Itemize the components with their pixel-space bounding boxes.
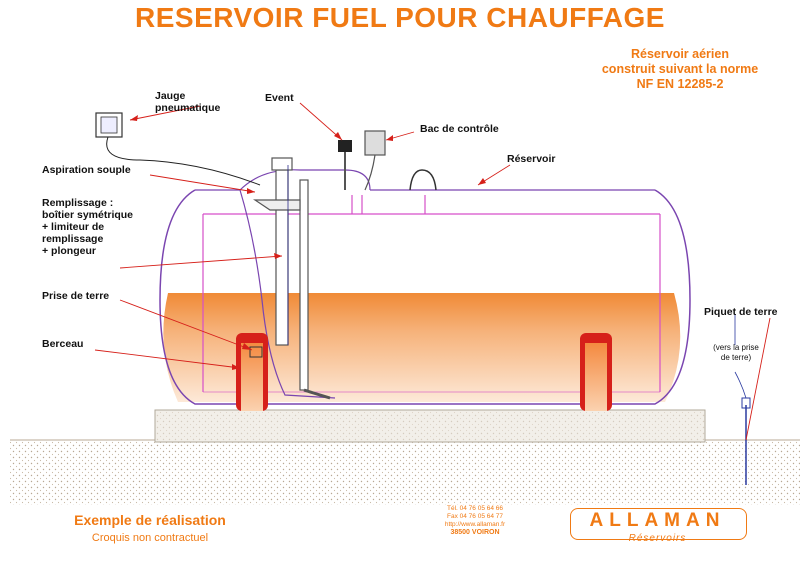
label-reservoir: Réservoir <box>507 153 556 165</box>
allaman-logo: ALLAMAN <box>589 510 726 531</box>
croquis-caption: Croquis non contractuel <box>91 532 209 544</box>
ground <box>10 440 800 505</box>
label-prise-terre: Prise de terre <box>42 290 110 302</box>
lifting-hook <box>409 169 437 191</box>
event-cap <box>338 140 352 152</box>
contact-web[interactable]: http://www.allaman.fr <box>444 521 506 528</box>
label-remplissage: Remplissage : boîtier symétrique + limit… <box>42 197 133 257</box>
label-line: + limiteur de <box>42 221 105 233</box>
page-title: RESERVOIR FUEL POUR CHAUFFAGE <box>135 2 665 33</box>
bac-controle <box>364 130 386 156</box>
logo-frame <box>570 508 747 540</box>
prise-terre-box <box>249 346 263 358</box>
norm-line: NF EN 12285-2 <box>636 77 724 91</box>
aspiration-pipe <box>299 179 309 391</box>
label-piquet: Piquet de terre <box>704 306 778 318</box>
tank-outline <box>159 189 691 405</box>
label-line: remplissage <box>42 233 104 245</box>
label-line: Remplissage : <box>42 197 114 209</box>
interior-outline <box>239 189 336 399</box>
example-caption: Exemple de réalisation <box>74 512 226 528</box>
label-line: de terre) <box>720 353 752 362</box>
contact-tel: Tél. 04 76 05 64 66 <box>446 505 503 512</box>
label-bac: Bac de contrôle <box>420 123 499 135</box>
label-event: Event <box>265 92 294 104</box>
label-line: (vers la prise <box>713 343 759 352</box>
label-berceau: Berceau <box>42 338 84 350</box>
label-line: boîtier symétrique <box>42 209 134 221</box>
label-line: pneumatique <box>155 102 221 114</box>
norm-note: Réservoir aérien construit suivant la no… <box>570 47 790 92</box>
fill-box <box>253 199 301 211</box>
norm-line: Réservoir aérien <box>631 47 729 61</box>
label-aspiration: Aspiration souple <box>42 164 131 176</box>
label-line: Jauge <box>155 90 186 102</box>
label-line: + plongeur <box>42 245 96 257</box>
contact-block: Tél. 04 76 05 64 66 Fax 04 76 05 64 77 h… <box>420 505 530 537</box>
norm-line: construit suivant la norme <box>601 62 759 76</box>
label-piquet-note: (vers la prise de terre) <box>700 343 772 363</box>
fuel-level <box>163 293 681 402</box>
label-jauge: Jauge pneumatique <box>155 90 220 114</box>
allaman-logo-sub: Réservoirs <box>628 533 687 544</box>
contact-city: 38500 VOIRON <box>450 529 500 536</box>
contact-fax: Fax 04 76 05 64 77 <box>446 513 503 520</box>
